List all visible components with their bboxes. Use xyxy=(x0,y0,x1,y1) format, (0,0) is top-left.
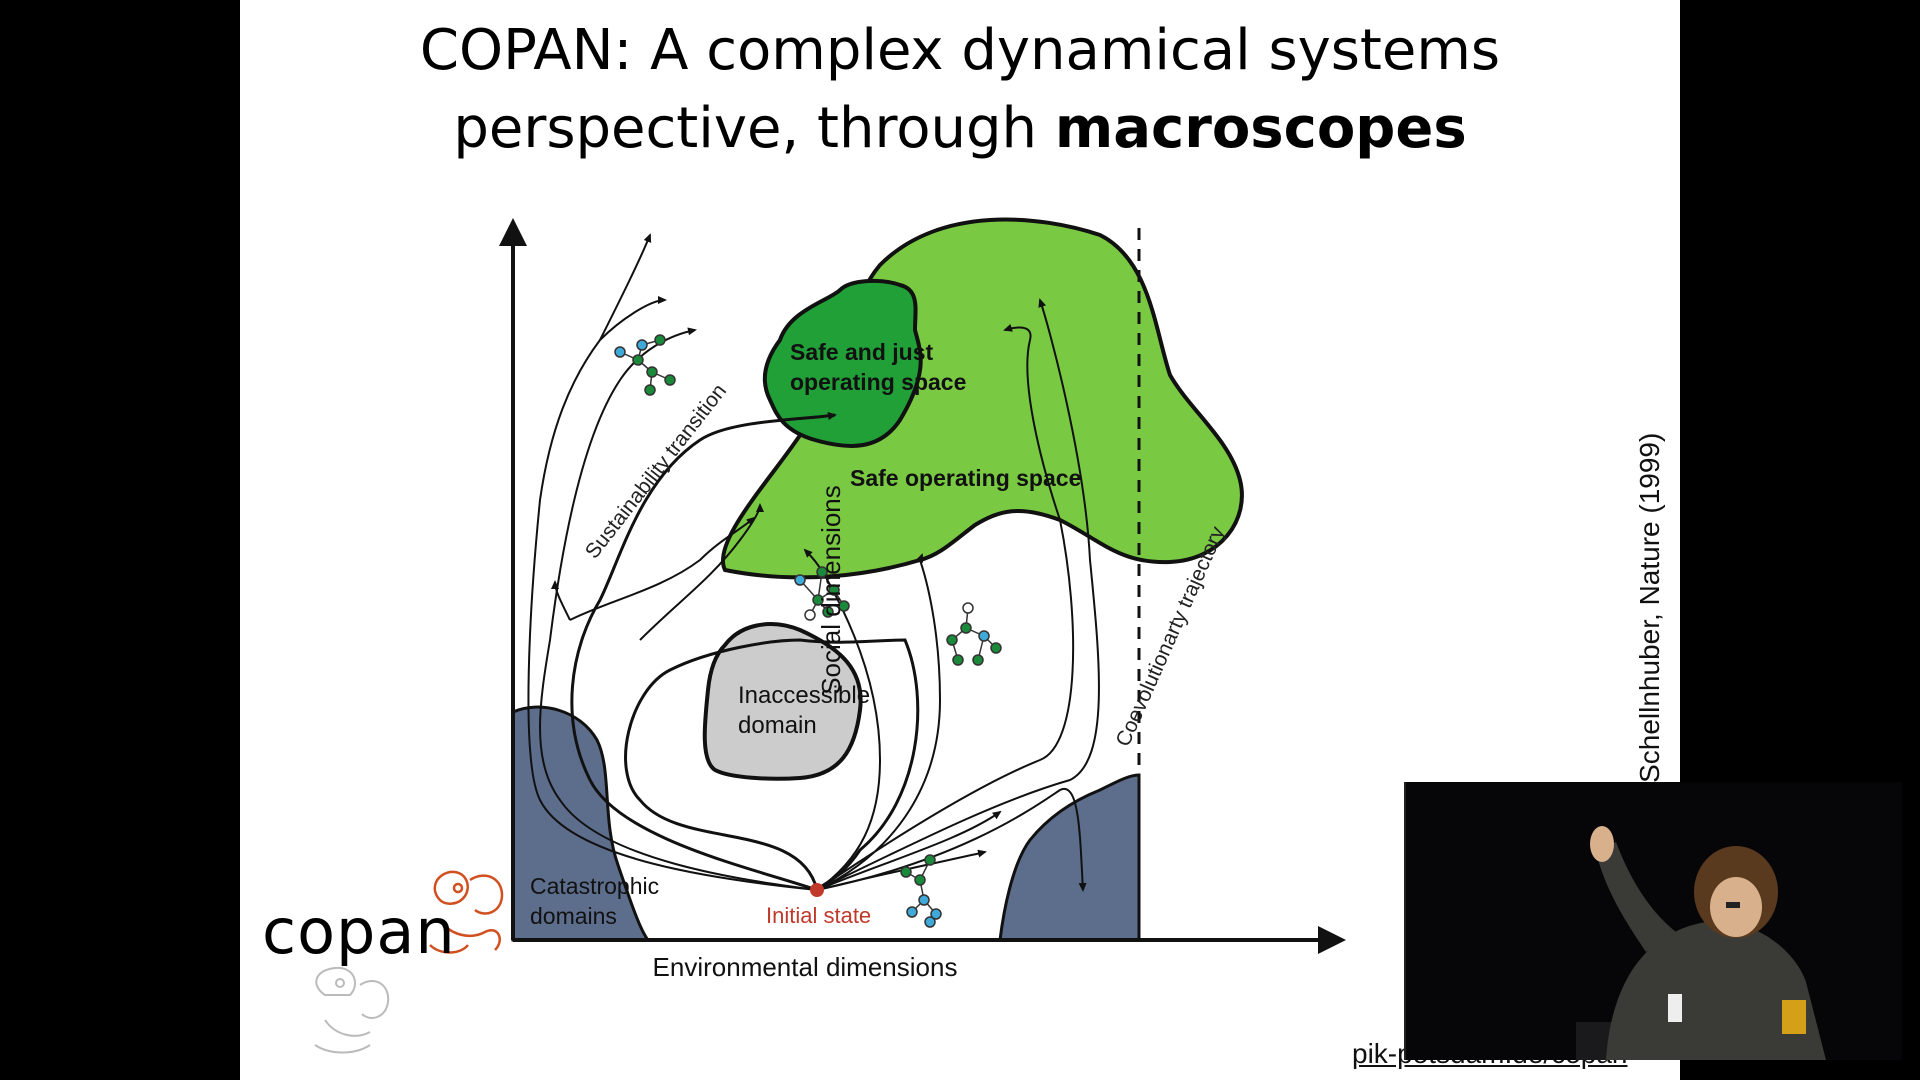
initial-state-dot xyxy=(810,883,824,897)
safe-just-label-2: operating space xyxy=(790,369,966,395)
safe-just-region xyxy=(762,278,923,448)
speaker-figure-icon xyxy=(1406,782,1902,1060)
inaccessible-label-2: domain xyxy=(738,712,817,739)
catastrophic-region-right xyxy=(998,773,1141,942)
title-emphasis: macroscopes xyxy=(1054,96,1467,161)
safe-just-label-1: Safe and just xyxy=(790,339,933,365)
y-axis-label: Social dimensions xyxy=(816,485,846,695)
x-axis-label: Environmental dimensions xyxy=(653,952,958,982)
title-line-2: perspective, through macroscopes xyxy=(240,90,1680,168)
speaker-video-overlay xyxy=(1404,782,1902,1060)
slide: COPAN: A complex dynamical systems persp… xyxy=(240,0,1680,1080)
mayan-glyph-watermark-icon xyxy=(314,966,390,1054)
network-icon xyxy=(946,602,1002,666)
inaccessible-label-1: Inaccessible xyxy=(738,682,870,709)
copan-wordmark: copan xyxy=(262,895,456,968)
x-axis-arrow-icon xyxy=(1318,926,1346,954)
mayan-glyph-icon xyxy=(429,870,504,954)
trajectory-curves xyxy=(527,233,1100,892)
y-axis-arrow-icon xyxy=(499,218,527,246)
title-line-1: COPAN: A complex dynamical systems xyxy=(419,18,1501,83)
network-icon xyxy=(794,566,850,621)
coevolution-diagram: Safe and just operating space Safe opera… xyxy=(314,217,1346,1054)
credit-text: r Schellnhuber, Nature (1999) xyxy=(1634,432,1665,800)
safe-operating-label: Safe operating space xyxy=(850,465,1081,491)
catastrophic-label-2: domains xyxy=(530,903,617,929)
initial-state-label: Initial state xyxy=(766,903,871,928)
network-icon xyxy=(900,854,942,928)
title-line-2-prefix: perspective, through xyxy=(453,96,1055,161)
sustainability-transition-label: Sustainability transition xyxy=(581,380,731,563)
inaccessible-region xyxy=(702,622,863,781)
network-icon xyxy=(614,334,676,396)
catastrophic-label-1: Catastrophic xyxy=(530,873,659,899)
